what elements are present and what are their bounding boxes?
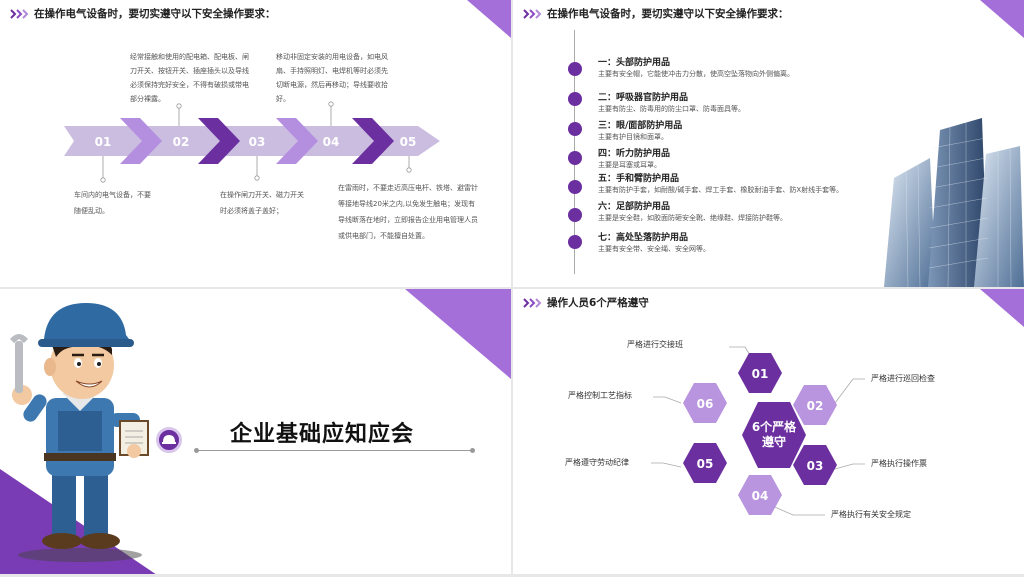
- slide4-header: 操作人员6个严格遵守: [523, 295, 649, 310]
- timeline-dot: [568, 151, 582, 165]
- step-label: 04: [323, 135, 340, 149]
- step-note-bottom-2: 在操作闸刀开关、磁力开关时必须将盖子盖好；: [220, 191, 304, 215]
- rule-label-02: 严格进行巡回检查: [871, 374, 935, 383]
- corner-decoration: [467, 0, 511, 38]
- rule-label-06: 严格控制工艺指标: [568, 391, 632, 400]
- step-note-bottom-3: 在雷雨时，不要走近高压电杆、铁塔、避雷针等接地导线20米之内,以免发生触电；发现…: [338, 184, 478, 240]
- ppe-item-7: 七：高处坠落防护用品 主要有安全带、安全绳、安全网等。: [598, 233, 710, 254]
- ppe-item-title: 七：高处坠落防护用品: [598, 233, 689, 243]
- ppe-item-title: 三：眼/面部防护用品: [598, 121, 683, 131]
- ppe-item-desc: 主要是耳塞或耳罩。: [598, 161, 661, 169]
- ppe-item-title: 五：手和臂防护用品: [598, 174, 680, 184]
- slide-six-strict-rules[interactable]: 操作人员6个严格遵守 6个严格 遵守 01 02 03 04 05: [513, 289, 1024, 577]
- ppe-item-title: 一：头部防护用品: [598, 58, 671, 68]
- bottom-strip: [0, 574, 1024, 577]
- slide1-header: 在操作电气设备时，要切实遵守以下安全操作要求：: [10, 6, 276, 21]
- title-divider: [196, 450, 474, 451]
- hex-number: 06: [697, 397, 714, 411]
- center-label-line1: 6个严格: [752, 419, 797, 434]
- timeline-dot: [568, 235, 582, 249]
- step-label: 02: [173, 135, 190, 149]
- ppe-item-4: 四：听力防护用品 主要是耳塞或耳罩。: [598, 149, 670, 170]
- ppe-item-1: 一：头部防护用品 主要有安全帽，它能使冲击力分散，使高空坠落物向外侧偏离。: [598, 58, 794, 79]
- step-note-bottom-1: 车间内的电气设备，不要随便乱动。: [74, 191, 151, 215]
- slide4-header-text: 操作人员6个严格遵守: [547, 297, 649, 309]
- ppe-item-desc: 主要有护目镜和面罩。: [598, 133, 668, 141]
- ppe-item-title: 二：呼吸器官防护用品: [598, 93, 689, 103]
- ppe-item-3: 三：眼/面部防护用品 主要有护目镜和面罩。: [598, 121, 682, 142]
- hex-number: 05: [697, 457, 714, 471]
- ppe-item-title: 六：足部防护用品: [598, 202, 671, 212]
- hexagon-diagram: 6个严格 遵守 01 02 03 04 05 06: [651, 346, 865, 516]
- timeline-dot: [568, 92, 582, 106]
- step-label: 05: [400, 135, 417, 149]
- hex-number: 03: [807, 459, 824, 473]
- timeline-dot: [568, 208, 582, 222]
- ppe-item-desc: 主要有安全帽，它能使冲击力分散，使高空坠落物向外侧偏离。: [598, 70, 794, 78]
- slide-section-title[interactable]: 企业基础应知应会: [0, 289, 511, 577]
- skyscraper-image: [884, 118, 1024, 287]
- step-arrow-band: 01 02 03 04 05: [64, 101, 440, 183]
- rule-label-04: 严格执行有关安全规定: [831, 510, 911, 519]
- corner-decoration: [980, 289, 1024, 327]
- divider-dot: [194, 448, 199, 453]
- helmet-badge-icon: [156, 427, 182, 453]
- slide2-header-text: 在操作电气设备时，要切实遵守以下安全操作要求：: [547, 8, 789, 20]
- slide2-header: 在操作电气设备时，要切实遵守以下安全操作要求：: [523, 6, 789, 21]
- step-note-top-1: 经常接触和使用的配电箱、配电板、闸刀开关、按钮开关、插座插头以及导线必须保持完好…: [130, 53, 249, 103]
- step-note-top-2: 移动非固定安装的用电设备，如电风扇、手持照明灯、电焊机等时必须先切断电源，然后再…: [276, 53, 388, 103]
- slide1-header-text: 在操作电气设备时，要切实遵守以下安全操作要求：: [34, 8, 276, 20]
- timeline-dot: [568, 62, 582, 76]
- hex-number: 04: [752, 489, 769, 503]
- center-label-line2: 遵守: [762, 434, 786, 449]
- slide-protective-equipment[interactable]: 在操作电气设备时，要切实遵守以下安全操作要求： 一：头部防护用品 主要有安全帽，…: [513, 0, 1024, 287]
- ppe-item-desc: 主要有安全带、安全绳、安全网等。: [598, 245, 710, 253]
- worker-illustration: [10, 303, 149, 562]
- chevrons-icon: [10, 8, 29, 19]
- chevrons-icon: [523, 297, 542, 308]
- ppe-item-5: 五：手和臂防护用品 主要有防护手套，如耐酸/碱手套、焊工手套、橡胶耐油手套、防X…: [598, 174, 843, 195]
- ppe-item-2: 二：呼吸器官防护用品 主要有防尘、防毒用的防尘口罩、防毒面具等。: [598, 93, 745, 114]
- section-title: 企业基础应知应会: [230, 422, 415, 447]
- ppe-item-desc: 主要是安全鞋，如胶面防砸安全靴、绝缘鞋、焊接防护鞋等。: [598, 214, 787, 222]
- timeline-dot: [568, 180, 582, 194]
- ppe-item-desc: 主要有防尘、防毒用的防尘口罩、防毒面具等。: [598, 105, 745, 113]
- ppe-item-title: 四：听力防护用品: [598, 149, 671, 159]
- timeline-dot: [568, 122, 582, 136]
- slide-electrical-safety-steps[interactable]: 在操作电气设备时，要切实遵守以下安全操作要求： 01 02 03 04 05 经…: [0, 0, 511, 287]
- ppe-item-desc: 主要有防护手套，如耐酸/碱手套、焊工手套、橡胶耐油手套、防X射线手套等。: [598, 186, 844, 194]
- step-label: 01: [95, 135, 112, 149]
- ppe-item-6: 六：足部防护用品 主要是安全鞋，如胶面防砸安全靴、绝缘鞋、焊接防护鞋等。: [598, 202, 787, 223]
- hex-number: 02: [807, 399, 824, 413]
- rule-label-03: 严格执行操作票: [871, 459, 927, 468]
- step-label: 03: [249, 135, 266, 149]
- corner-decoration: [980, 0, 1024, 38]
- rule-label-01: 严格进行交接班: [627, 340, 683, 349]
- divider-dot: [470, 448, 475, 453]
- hex-number: 01: [752, 367, 769, 381]
- rule-label-05: 严格遵守劳动纪律: [565, 458, 629, 467]
- hard-hat-icon: [162, 435, 176, 444]
- corner-decoration: [405, 289, 511, 379]
- chevrons-icon: [523, 8, 542, 19]
